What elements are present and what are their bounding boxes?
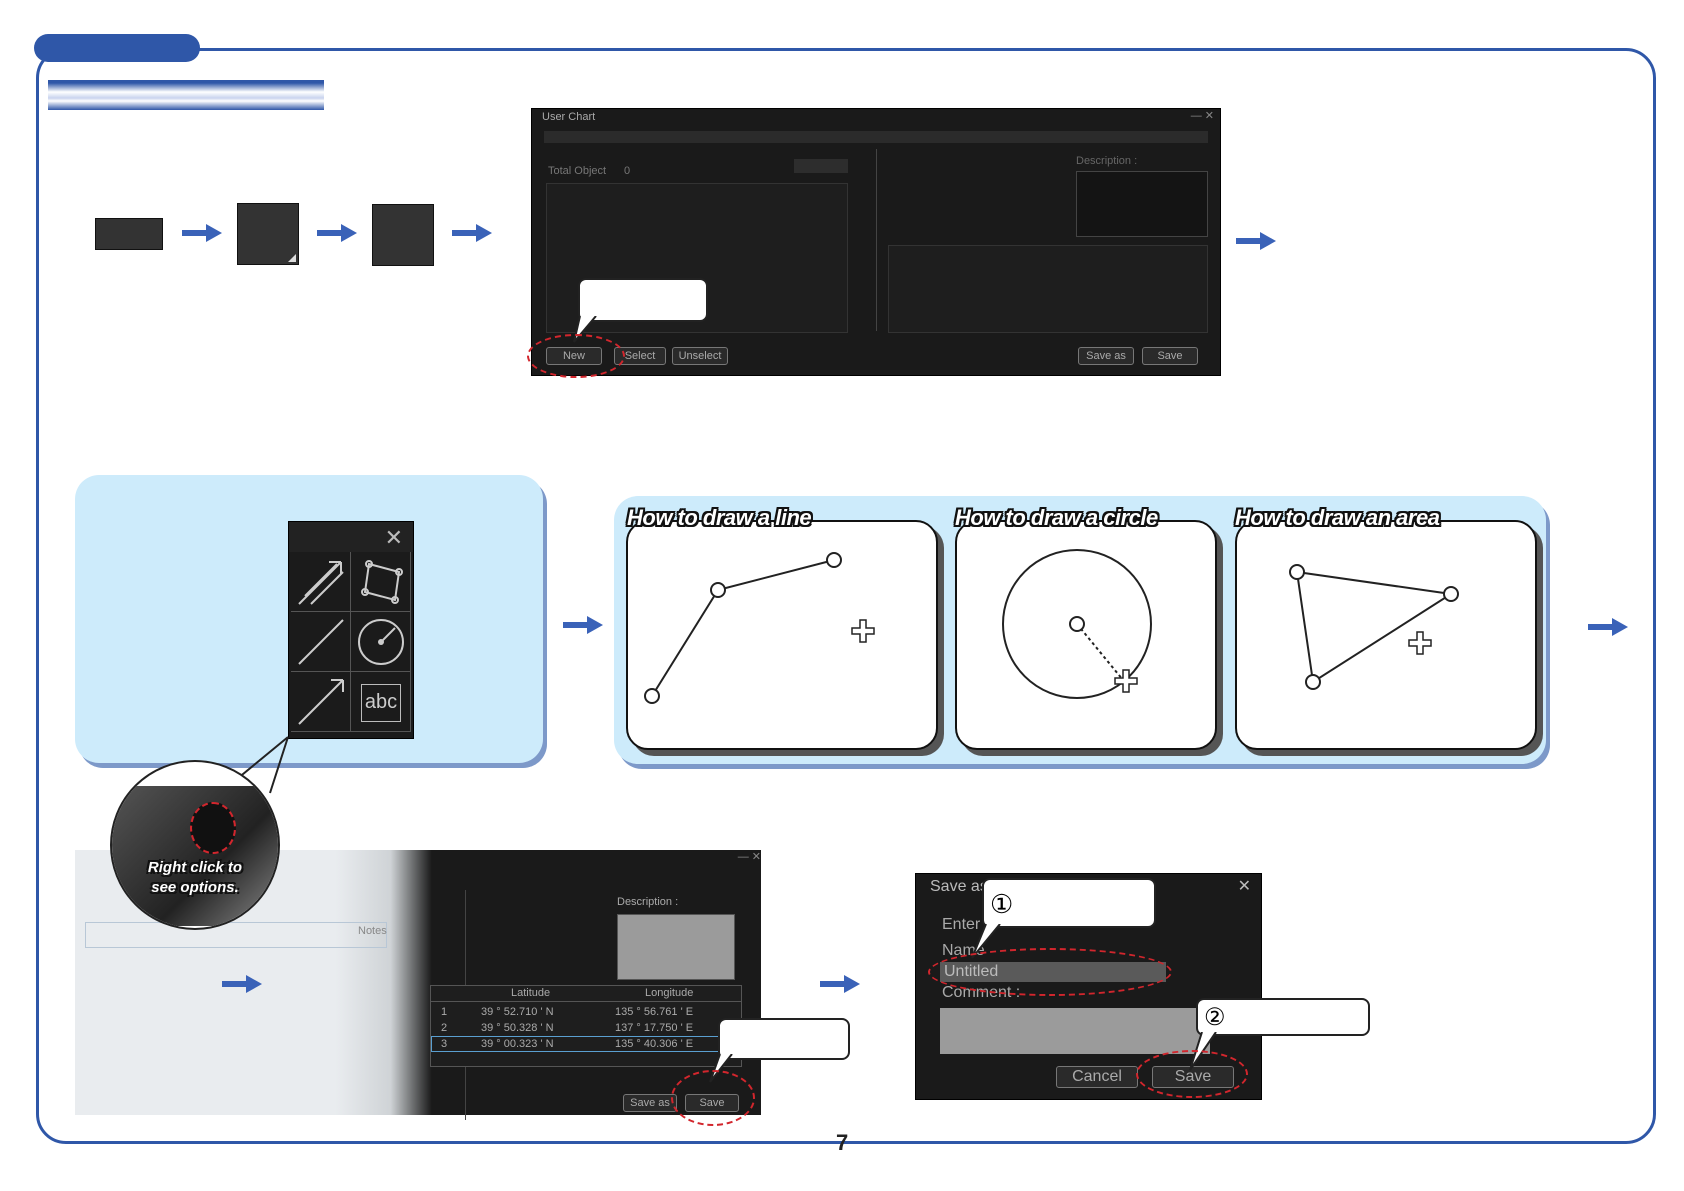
row-latitude: 39 ° 52.710 ' N (481, 1006, 554, 1018)
row-longitude: 135 ° 56.761 ' E (615, 1006, 694, 1018)
cursor-icon (1408, 631, 1432, 655)
row-number: 1 (441, 1006, 448, 1018)
total-object-value: 0 (624, 165, 631, 177)
highlight-ring (928, 948, 1172, 996)
polygon-icon (361, 560, 403, 604)
softkey (237, 203, 299, 265)
step2-callout: ② (1196, 998, 1370, 1036)
area-guide-title: How to draw an area (1235, 505, 1440, 530)
divider (876, 149, 877, 331)
text-tool-label: abc (361, 684, 401, 722)
description-label: Description : (617, 896, 679, 908)
draw-toolbox: ✕ abc (288, 521, 414, 739)
filter-button[interactable] (794, 159, 848, 173)
save-as-button[interactable]: Save as (1078, 347, 1134, 365)
route-tool[interactable] (291, 552, 351, 612)
arrow-icon (452, 224, 492, 242)
user-chart-key (372, 204, 434, 266)
arrow-icon (317, 224, 357, 242)
latitude-header: Latitude (511, 987, 551, 999)
circle-tool[interactable] (351, 612, 411, 672)
comment-input[interactable] (940, 1008, 1210, 1054)
row-latitude: 39 ° 00.323 ' N (481, 1038, 554, 1050)
description-label: Description : (1076, 155, 1138, 167)
unselect-button[interactable]: Unselect (672, 347, 728, 365)
arrow-icon (222, 975, 262, 993)
circle-guide (955, 520, 1217, 750)
circle-icon (358, 619, 404, 665)
close-icon[interactable]: ✕ (384, 525, 403, 550)
close-icon[interactable]: ✕ (1237, 878, 1251, 895)
point-table[interactable]: Latitude Longitude 1 39 ° 52.710 ' N 135… (430, 985, 742, 1067)
trackball-caption: Right click to see options. (147, 859, 243, 896)
section-title-bar (48, 80, 324, 110)
arrow-icon (1588, 618, 1628, 636)
row-latitude: 39 ° 50.328 ' N (481, 1022, 554, 1034)
cancel-button[interactable]: Cancel (1056, 1066, 1138, 1088)
right-button-icon (190, 802, 236, 854)
arrow-icon (182, 224, 222, 242)
line-guide-title: How to draw a line (627, 505, 812, 530)
menu-key (95, 218, 163, 250)
longitude-header: Longitude (645, 987, 694, 999)
text-tool[interactable]: abc (351, 672, 411, 732)
line-tool[interactable] (291, 612, 351, 672)
description-field[interactable] (1076, 171, 1208, 237)
highlight-ring (671, 1070, 755, 1126)
save-as-button[interactable]: Save as (623, 1094, 677, 1112)
notes-header: Notes (358, 925, 387, 937)
arrow-tool[interactable] (291, 672, 351, 732)
selected-row[interactable] (431, 1036, 741, 1052)
line-guide (626, 520, 938, 750)
area-guide (1235, 520, 1537, 750)
highlight-ring (1136, 1050, 1248, 1098)
area-diagram (1289, 564, 1459, 690)
toolbox-header (289, 522, 413, 552)
line-diagram (644, 552, 875, 704)
row-longitude: 137 ° 17.750 ' E (615, 1022, 694, 1034)
arrow-icon (563, 616, 603, 634)
arrow-icon (1236, 232, 1276, 250)
window-title: User Chart (542, 111, 596, 123)
line-icon (298, 619, 344, 665)
enter-label: Enter (942, 916, 981, 933)
section-tab (34, 34, 200, 62)
area-tool[interactable] (351, 552, 411, 612)
step1-callout: ① (982, 878, 1156, 928)
select-button[interactable]: Select (614, 347, 666, 365)
cursor-icon (1114, 669, 1138, 693)
point-table[interactable] (888, 245, 1208, 333)
step2-number: ② (1204, 1004, 1226, 1031)
cursor-icon (851, 619, 875, 643)
circle-diagram (1002, 549, 1152, 699)
save-button[interactable]: Save (1142, 347, 1198, 365)
row-number: 2 (441, 1022, 448, 1034)
trackball-photo (112, 786, 278, 926)
dialog-title: Save as (930, 878, 988, 895)
arrow-icon (820, 975, 860, 993)
close-icon[interactable]: — ✕ (1190, 110, 1214, 122)
step1-number: ① (990, 889, 1014, 919)
callout-box (718, 1018, 850, 1060)
description-field[interactable] (617, 914, 735, 980)
arrow-line-icon (298, 679, 344, 725)
row-number: 3 (441, 1038, 448, 1050)
toolbar (544, 131, 1208, 143)
trackball-zoom: Right click to see options. (110, 760, 280, 930)
circle-guide-title: How to draw a circle (955, 505, 1158, 530)
total-object-label: Total Object (548, 165, 607, 177)
page-frame (36, 48, 1656, 1144)
multi-arrow-icon (298, 561, 344, 605)
callout-box (578, 278, 708, 322)
page-number: 7 (836, 1130, 849, 1155)
row-longitude: 135 ° 40.306 ' E (615, 1038, 694, 1050)
highlight-ring (527, 334, 625, 378)
close-icon[interactable]: — ✕ (737, 851, 761, 863)
user-chart-window: User Chart — ✕ Total Object 0 Descriptio… (531, 108, 1221, 376)
